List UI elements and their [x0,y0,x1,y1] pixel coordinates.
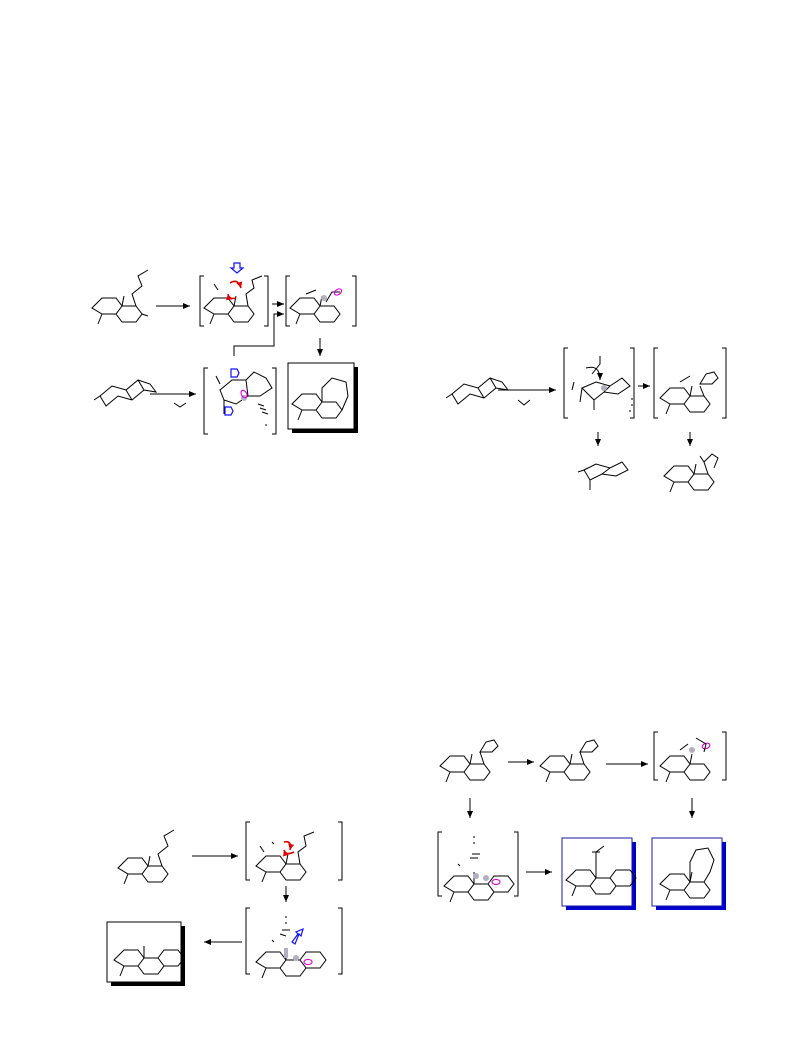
curved-arrow-icon [585,366,603,381]
curved-arrow-icon [283,849,295,857]
substrate-molecule [445,377,509,405]
orbital-lobe-icon [303,958,313,966]
substrate-molecule [439,751,491,783]
bracket-intermediate-2 [245,907,343,979]
block-arrow-icon [224,406,234,416]
block-arrow-icon [230,368,240,378]
boxed-product [106,921,185,986]
bracket-intermediate-2 [437,831,519,903]
curved-arrow-icon [229,280,243,289]
orbital-lobe-icon [284,948,288,958]
scheme-middle-right [445,347,727,493]
orbital-lobe-icon [321,295,327,301]
hashed-bonds [271,916,290,943]
scheme-bottom-right [437,731,727,910]
reagent-mark [173,402,187,408]
bracket-intermediate-1 [653,731,727,783]
bracket-intermediate-1 [245,821,343,883]
scheme-bottom-left [106,821,343,986]
hashed-bonds [457,836,480,867]
second-substrate-molecule [93,379,157,407]
orbital-lobe-icon [293,955,299,961]
bracket-intermediate-3 [203,367,277,435]
reaction-arrow [233,311,284,356]
bracket-intermediate-1 [199,262,269,327]
block-arrow-icon [229,262,245,274]
product-b-molecule [663,453,719,493]
orbital-lobe-icon [601,385,607,391]
curved-arrow-icon [226,293,237,301]
boxed-product-blue-1 [561,837,637,910]
reagent-mark [517,399,531,406]
intermediate-molecule [539,751,591,783]
orbital-lobe-icon [689,747,695,753]
curved-arrow-icon [283,840,295,851]
bracket-intermediate-1 [563,347,635,419]
bracket-intermediate-2 [285,275,357,327]
bracket-intermediate-2 [653,347,727,419]
orbital-lobe-icon [491,878,501,886]
boxed-product-blue-2 [651,837,726,910]
orbital-lobe-icon [483,875,489,881]
orbital-lobe-icon [473,873,479,879]
substrate-molecule [91,269,149,325]
block-arrow-icon [291,927,304,945]
boxed-product [287,362,358,433]
product-a-molecule [577,461,629,490]
substrate-molecule [117,829,175,885]
scheme-top-left [91,262,358,435]
